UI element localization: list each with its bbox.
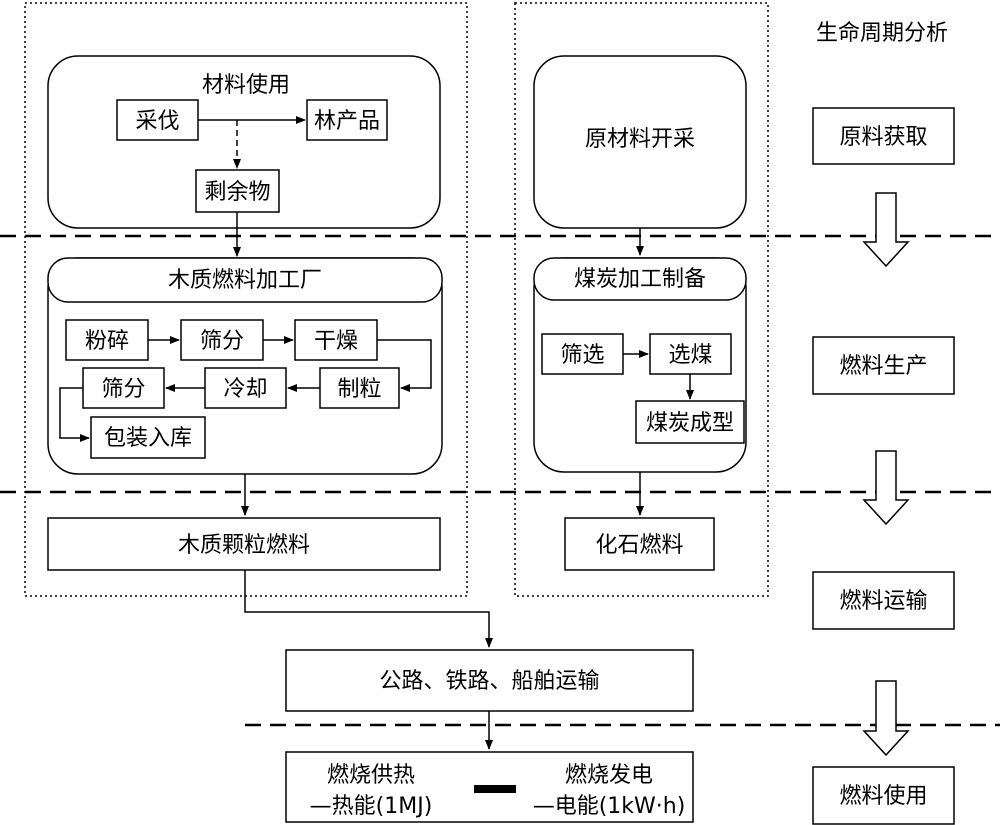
transport-label: 公路、铁路、船舶运输 bbox=[379, 669, 599, 694]
comparison-bar bbox=[474, 785, 516, 793]
crushing-label: 粉碎 bbox=[85, 329, 129, 354]
stage-transport-label: 燃料运输 bbox=[839, 589, 927, 614]
coal-washing-label: 选煤 bbox=[668, 343, 712, 368]
heat-line-1: 燃烧供热 bbox=[327, 763, 415, 788]
stage-production-box bbox=[812, 336, 955, 395]
screening-label-1: 筛分 bbox=[200, 329, 244, 354]
stage-use-label: 燃料使用 bbox=[839, 784, 927, 809]
wood-plant-title-pill bbox=[47, 257, 443, 303]
packaging-label: 包装入库 bbox=[104, 426, 192, 451]
arrow-pellet-fuel-to-transport bbox=[244, 570, 493, 648]
screening-box-1 bbox=[180, 319, 264, 361]
residues-box bbox=[195, 169, 280, 213]
heat-line-2: —热能(1MJ) bbox=[310, 794, 433, 819]
coal-screening-label: 筛选 bbox=[560, 343, 604, 368]
wood-pellet-fuel-box bbox=[47, 517, 441, 571]
fossil-fuel-box bbox=[564, 517, 715, 571]
diagram-title: 生命周期分析 bbox=[816, 21, 948, 46]
down-arrow-icon-1 bbox=[862, 192, 910, 268]
packaging-box bbox=[90, 416, 206, 459]
drying-label: 干燥 bbox=[314, 329, 358, 354]
coal-forming-box bbox=[635, 400, 745, 444]
coal-plant-title: 煤炭加工制备 bbox=[574, 267, 706, 292]
drying-box bbox=[294, 319, 378, 361]
coal-forming-label: 煤炭成型 bbox=[646, 411, 734, 436]
harvest-label: 采伐 bbox=[135, 109, 179, 134]
material-use-group bbox=[47, 55, 441, 229]
material-use-label: 材料使用 bbox=[202, 73, 290, 98]
cooling-label: 冷却 bbox=[223, 377, 267, 402]
forest-products-box bbox=[306, 99, 388, 141]
residues-label: 剩余物 bbox=[204, 180, 270, 205]
coal-washing-box bbox=[649, 333, 732, 375]
stage-acquisition-box bbox=[812, 107, 955, 165]
forest-products-label: 林产品 bbox=[314, 109, 380, 134]
biomass-region bbox=[24, 2, 468, 597]
raw-material-mining-label: 原材料开采 bbox=[585, 127, 695, 152]
down-arrow-icon-2 bbox=[862, 450, 910, 526]
pelletizing-label: 制粒 bbox=[337, 377, 381, 402]
down-arrow-icon-3 bbox=[862, 680, 910, 757]
crushing-box bbox=[65, 319, 149, 361]
screening-box-2 bbox=[82, 367, 165, 409]
stage-use-box bbox=[812, 766, 955, 825]
arrow-drying-to-pelletizing bbox=[377, 339, 432, 392]
wood-pellet-fuel-label: 木质颗粒燃料 bbox=[178, 533, 310, 558]
stage-production-label: 燃料生产 bbox=[839, 354, 927, 379]
cooling-box bbox=[204, 367, 287, 409]
power-line-2: —电能(1kW·h) bbox=[533, 794, 686, 819]
stage-acquisition-label: 原料获取 bbox=[839, 125, 927, 150]
stage-transport-box bbox=[812, 571, 955, 630]
fossil-fuel-label: 化石燃料 bbox=[595, 533, 683, 558]
coal-plant-title-pill bbox=[533, 257, 747, 301]
power-line-1: 燃烧发电 bbox=[565, 763, 653, 788]
wood-plant-title: 木质燃料加工厂 bbox=[168, 268, 322, 293]
arrow-screening-to-packaging bbox=[59, 387, 90, 442]
coal-region bbox=[514, 2, 769, 597]
screening-label-2: 筛分 bbox=[101, 377, 145, 402]
